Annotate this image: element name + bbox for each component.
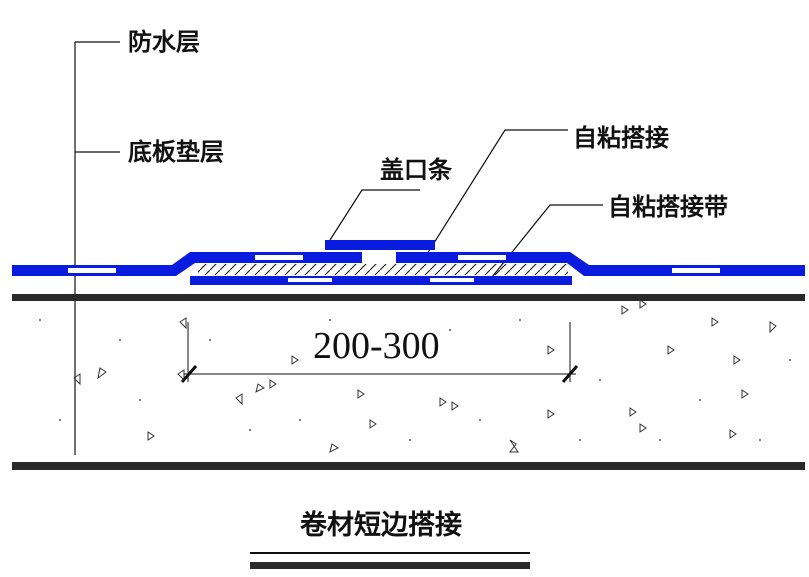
dimension-text: 200-300 bbox=[313, 325, 440, 367]
dimension-tick-right bbox=[561, 365, 579, 383]
base-top-line bbox=[12, 294, 805, 301]
adhesive-layer bbox=[198, 264, 568, 275]
title-underline-thin bbox=[250, 552, 530, 554]
leader-self-adhesive-lap bbox=[421, 129, 568, 263]
leader-cover-strip bbox=[329, 189, 420, 241]
lap-tape-gap bbox=[288, 278, 332, 282]
dimension-tick-left bbox=[180, 365, 198, 383]
cover-strip bbox=[325, 240, 435, 250]
concrete-texture bbox=[73, 299, 777, 453]
membrane-gap bbox=[68, 268, 116, 273]
label-waterproof-layer: 防水层 bbox=[128, 28, 200, 56]
base-bottom-line bbox=[12, 462, 805, 470]
label-base-cushion: 底板垫层 bbox=[128, 138, 224, 166]
title-underline-thick bbox=[250, 562, 530, 569]
concrete-dots bbox=[39, 319, 791, 441]
membrane-gap bbox=[672, 268, 720, 273]
drawing-title: 卷材短边搭接 bbox=[300, 510, 462, 541]
lap-tape-gap bbox=[430, 278, 474, 282]
lap-tape bbox=[190, 276, 572, 285]
membrane-gap bbox=[458, 255, 506, 260]
membrane-gap bbox=[255, 255, 303, 260]
label-self-adhesive-lap: 自粘搭接 bbox=[573, 124, 669, 152]
label-cover-strip: 盖口条 bbox=[380, 156, 452, 184]
label-self-adhesive-lap-tape: 自粘搭接带 bbox=[608, 193, 728, 221]
